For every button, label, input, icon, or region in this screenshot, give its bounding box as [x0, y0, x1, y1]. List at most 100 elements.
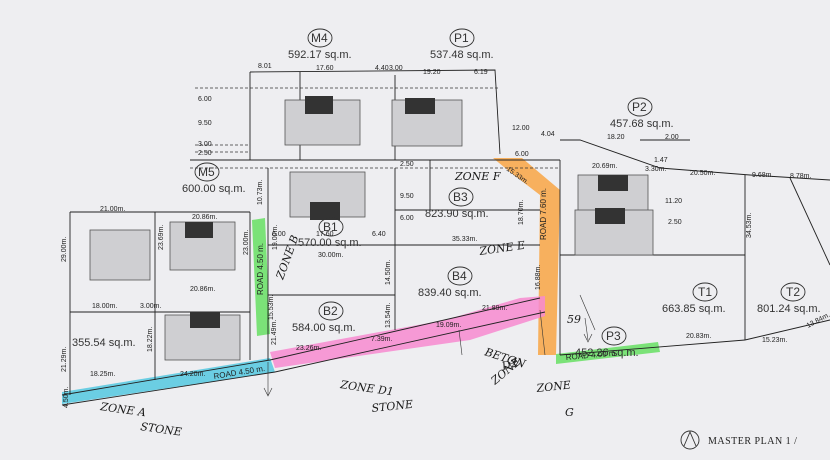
dim-lb-6: 3.00m. [140, 303, 161, 310]
dim-ra-8: 7.39m. [371, 336, 392, 343]
plot-p2-label: P2 [632, 100, 647, 114]
dim-ra-5: 13.54m. [385, 303, 392, 328]
dim-top-2: 4.40 [375, 65, 389, 72]
dim-lb-5: 18.00m. [92, 303, 117, 310]
dim-ra-17: 15.23m. [762, 337, 787, 344]
drawing-title: MASTER PLAN 1 / [708, 436, 797, 447]
dim-top-5: 6.19 [474, 69, 488, 76]
plot-p3-label: P3 [606, 329, 621, 343]
dim-top-1: 17.60 [316, 65, 334, 72]
dim-lb-7: 21.29m. [61, 347, 68, 372]
note-stone-d1: STONE [371, 398, 414, 415]
dim-ra-13: 2.50 [668, 219, 682, 226]
plot-b3-label: B3 [453, 190, 468, 204]
dim-ra-2: 30.00m. [318, 252, 343, 259]
plot-b1-area: 570.00 sq.m. [298, 237, 362, 249]
dim-p2-4: 9.68m. [752, 172, 773, 179]
road-strip-green-vertical [252, 218, 270, 336]
dim-top-4: 19.20 [423, 69, 441, 76]
dim-p1-2: 4.04 [541, 131, 555, 138]
dim-ra-3: 14.50m. [385, 260, 392, 285]
dim-lb-1: 20.86m. [192, 214, 217, 221]
north-arrow-icon [680, 430, 700, 450]
dim-top-0: 8.01 [258, 63, 272, 70]
dim-ra-6: 15.53m. [268, 295, 275, 320]
dim-left-2: 3.00 [198, 141, 212, 148]
dim-m5-1: 10.73m. [257, 180, 264, 205]
house-footprints [89, 96, 654, 361]
plot-p1-area: 537.48 sq.m. [430, 49, 494, 61]
dim-lb-3: 23.69m. [158, 225, 165, 250]
plot-markers [194, 28, 806, 346]
dim-m5-0: 2.50 [400, 161, 414, 168]
plot-t2-label: T2 [786, 285, 800, 299]
plot-p1-label: P1 [454, 31, 469, 45]
note-stone-a: STONE [140, 420, 183, 439]
dim-ra-9: 19.09m. [436, 322, 461, 329]
note-zone-e: ZONE E [478, 239, 526, 258]
dim-lb-4: 20.86m. [190, 286, 215, 293]
plot-m5-label: M5 [198, 165, 215, 179]
plot-m4-label: M4 [311, 31, 328, 45]
dim-ra-4: 21.49m. [271, 320, 278, 345]
dim-ra-16: 20.83m. [686, 333, 711, 340]
dim-p1-0: 12.00 [512, 125, 530, 132]
dim-m5-2: 9.50 [400, 193, 414, 200]
dim-p2-0: 20.69m. [592, 163, 617, 170]
dim-p2-5: 8.78m. [790, 173, 811, 180]
dim-p2-3: 20.50m. [690, 170, 715, 177]
dim-b3-2: 35.33m. [452, 236, 477, 243]
dim-lb-2: 29.00m. [61, 237, 68, 262]
dim-p1-1: 6.00 [515, 151, 529, 158]
plot-b3-area: 823.90 sq.m. [425, 208, 489, 220]
plot-m5-area: 600.00 sq.m. [182, 183, 246, 195]
plot-b1-label: B1 [323, 220, 338, 234]
annotation-arrows [263, 317, 593, 397]
road-label-right: ROAD 4.00 m. [565, 348, 618, 361]
plot-t2-area: 801.24 sq.m. [757, 303, 821, 315]
note-d2: D2 [499, 356, 519, 373]
dim-lb-8: 18.22m. [147, 327, 154, 352]
dim-ra-11: 16.88m. [535, 265, 542, 290]
note-zone-g: ZONE [535, 378, 571, 395]
dim-top-3: 3.00 [389, 65, 403, 72]
plot-t1-label: T1 [698, 285, 712, 299]
plot-b2-label: B2 [323, 304, 338, 318]
note-zone-a: ZONE A [99, 400, 147, 419]
dim-m5-5: 17.60 [316, 231, 334, 238]
road-strip-blue [62, 358, 275, 404]
dim-lb-10: 18.25m. [90, 371, 115, 378]
road-strip-green-lower [556, 342, 660, 364]
note-zone-d1: ZONE D1 [339, 378, 395, 398]
plot-p2-area: 457.68 sq.m. [610, 118, 674, 130]
dim-left-1: 9.50 [198, 120, 212, 127]
dim-b3-1: 18.70m. [518, 200, 525, 225]
dim-left-3: 2.50 [198, 150, 212, 157]
note-59: 59 [567, 313, 581, 326]
dim-p1-4: 2.00 [665, 134, 679, 141]
dim-m5-4: 6.00 [272, 231, 286, 238]
dim-ra-10: 21.89m. [482, 305, 507, 312]
dim-m5-6: 6.40 [372, 231, 386, 238]
dim-p2-1: 3.30m. [645, 166, 666, 173]
road-label-vertical: ROAD 4.50 m. [256, 243, 265, 295]
dim-m5-3: 6.00 [400, 215, 414, 222]
dim-ra-0: 23.00m. [243, 230, 250, 255]
dim-lb-9: 24.20m. [180, 371, 205, 378]
road-strip-pink [270, 296, 545, 368]
dim-p1-3: 18.20 [607, 134, 625, 141]
road-label-upper: ROAD 7.60 m. [539, 188, 548, 240]
dim-ra-7: 23.26m. [296, 345, 321, 352]
dim-ra-1: 19.00m. [272, 225, 279, 250]
plot-b4-label: B4 [452, 269, 467, 283]
note-g: G [565, 406, 574, 419]
plot-p3-area: 452.26 sq.m. [575, 347, 639, 359]
dim-ra-12: 11.20 [665, 198, 682, 205]
dim-lb-0: 21.00m. [100, 206, 125, 213]
dim-ra-14: 34.53m. [746, 213, 753, 238]
plot-b4-area: 839.40 sq.m. [418, 287, 482, 299]
note-zone-f: ZONE F [454, 170, 501, 183]
dim-p2-2: 1.47 [654, 157, 668, 164]
dim-left-0: 6.00 [198, 96, 212, 103]
